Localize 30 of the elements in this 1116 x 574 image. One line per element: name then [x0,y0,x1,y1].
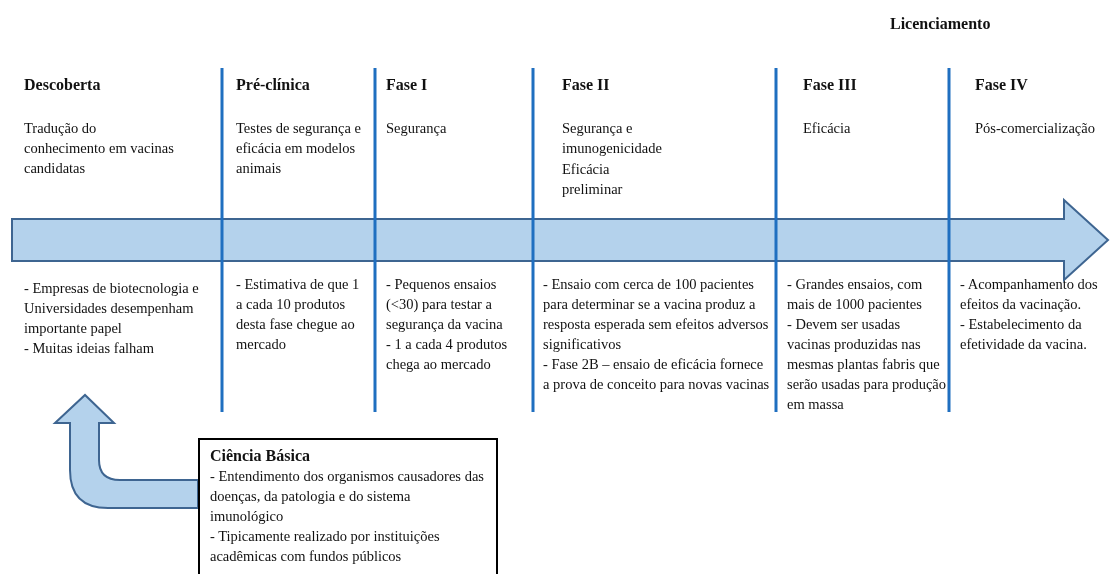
phase-note: - Fase 2B – ensaio de eficácia fornece a prova de conceito para novas vacinas [543,355,771,394]
phase-note: - Devem ser usadas vacinas produzidas nas mesmas plantas fabris que serão usadas para produção em massa [787,315,947,414]
phase-description: Segurança e imunogenicidade [562,119,663,158]
info-box [198,438,498,574]
phase-title: Fase IV [975,75,1029,95]
box-text: - Tipicamente realizado por instituições acadêmicas com fundos públicos [210,527,441,566]
phase-note: - Estimativa de que 1 a cada 10 produtos desta fase chegue ao mercado [236,275,361,354]
phase-description: Tradução do conhecimento em vacinas candidatas [24,119,174,178]
phase-title: Fase I [386,75,429,95]
phase-note: - Ensaio com cerca de 100 pacientes para determinar se a vacina produz a resposta esperada sem efeitos adversos significativos [543,275,770,354]
phase-title: Fase II [562,75,611,95]
box-heading: Ciência Básica [210,446,311,466]
phase-title: Fase III [803,75,858,95]
phase-title: Pré-clínica [236,75,311,95]
phase-description: Pós-comercialização [975,119,1096,138]
phase-title: Descoberta [24,75,102,95]
phase-note: - Acompanhamento dos efeitos da vacinação. [960,275,1099,314]
phase-description: Testes de segurança e eficácia em modelos animais [236,119,362,178]
note-text: - Empresas de biotecnologia e Universidades desempenham importante papel [24,279,200,338]
milestone-label: Licenciamento [890,14,992,34]
note-text: - Muitas ideias falham [24,339,156,358]
box-text: - Entendimento dos organismos causadores das doenças, da patologia e do sistema imunológico [210,467,485,526]
bent-arrow [54,394,199,509]
phase-note: - Pequenos ensaios (<30) para testar a segurança da vacina [386,275,504,334]
phase-note: - Estabelecimento da efetividade da vacina. [960,315,1088,354]
phase-note: - 1 a cada 4 produtos chega ao mercado [386,335,509,374]
phase-description: Segurança [386,119,448,138]
phase-description: Eficácia [803,119,852,138]
phase-note: - Grandes ensaios, com mais de 1000 pacientes [787,275,924,314]
phase-description: Eficácia preliminar [562,160,624,199]
